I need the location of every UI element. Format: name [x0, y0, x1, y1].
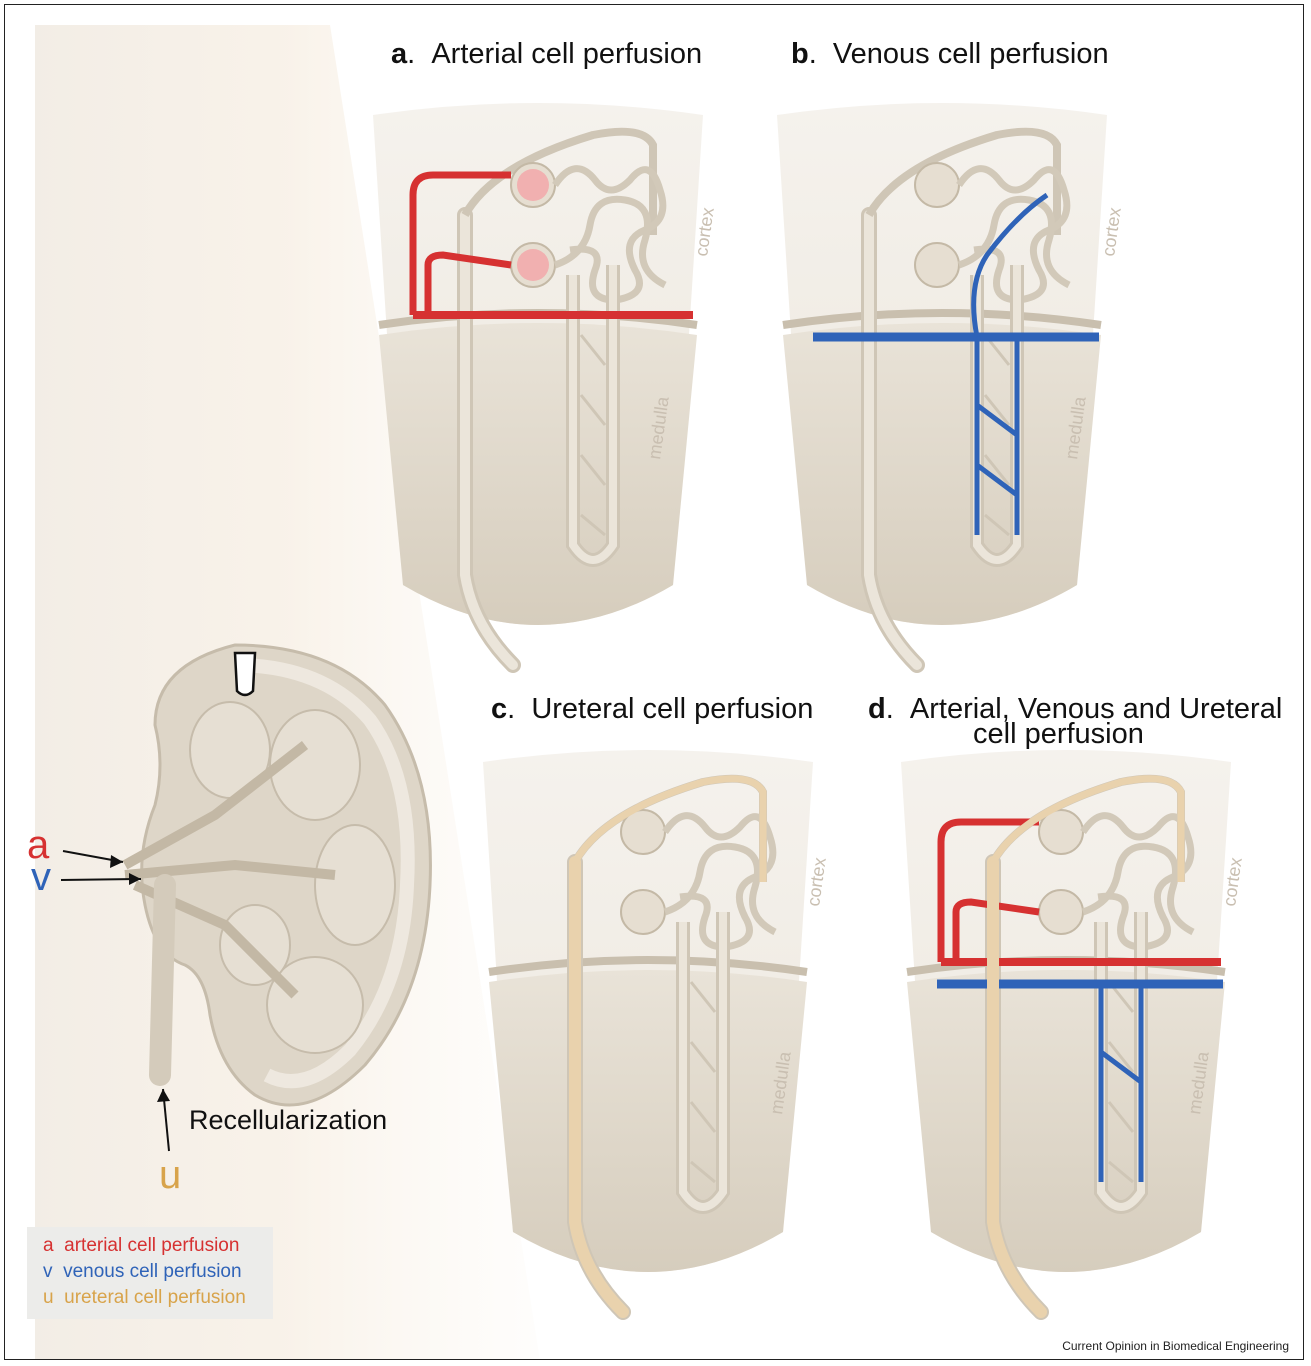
- journal-credit: Current Opinion in Biomedical Engineerin…: [1062, 1339, 1289, 1353]
- venous-arrow-label: v: [31, 857, 51, 897]
- figure-frame: cortex medulla cortex medulla cortex med…: [4, 4, 1304, 1360]
- panel-b-title: b. Venous cell perfusion: [791, 40, 1109, 69]
- recellularization-caption: Recellularization: [189, 1107, 387, 1134]
- panel-a-title: a. Arterial cell perfusion: [391, 40, 702, 69]
- panel-a-letter: a: [391, 38, 407, 70]
- panel-c-letter: c: [491, 693, 507, 725]
- ureteral-arrow-label: u: [159, 1155, 181, 1195]
- legend-key-ureteral: u: [43, 1287, 54, 1308]
- figure-artwork: cortex medulla cortex medulla cortex med…: [5, 5, 1304, 1360]
- panel-d-letter: d: [868, 693, 886, 725]
- legend-key-arterial: a: [43, 1235, 54, 1256]
- legend-item-venous: v venous cell perfusion: [43, 1261, 242, 1283]
- legend-item-arterial: a arterial cell perfusion: [43, 1235, 239, 1257]
- legend: a arterial cell perfusion v venous cell …: [27, 1227, 273, 1319]
- panel-a-title-text: Arterial cell perfusion: [431, 38, 702, 70]
- legend-item-ureteral: u ureteral cell perfusion: [43, 1287, 246, 1309]
- cortex-label-b: cortex: [1098, 206, 1125, 257]
- legend-text-venous: venous cell perfusion: [63, 1261, 242, 1282]
- cortex-label-c: cortex: [803, 856, 830, 907]
- legend-text-ureteral: ureteral cell perfusion: [64, 1287, 246, 1308]
- legend-text-arterial: arterial cell perfusion: [64, 1235, 239, 1256]
- panel-c-title-text: Ureteral cell perfusion: [531, 693, 813, 725]
- panel-d-title-line2: cell perfusion: [973, 720, 1144, 749]
- panel-b-title-text: Venous cell perfusion: [833, 38, 1109, 70]
- panel-b-letter: b: [791, 38, 809, 70]
- legend-key-venous: v: [43, 1261, 53, 1282]
- panel-c-title: c. Ureteral cell perfusion: [491, 695, 813, 724]
